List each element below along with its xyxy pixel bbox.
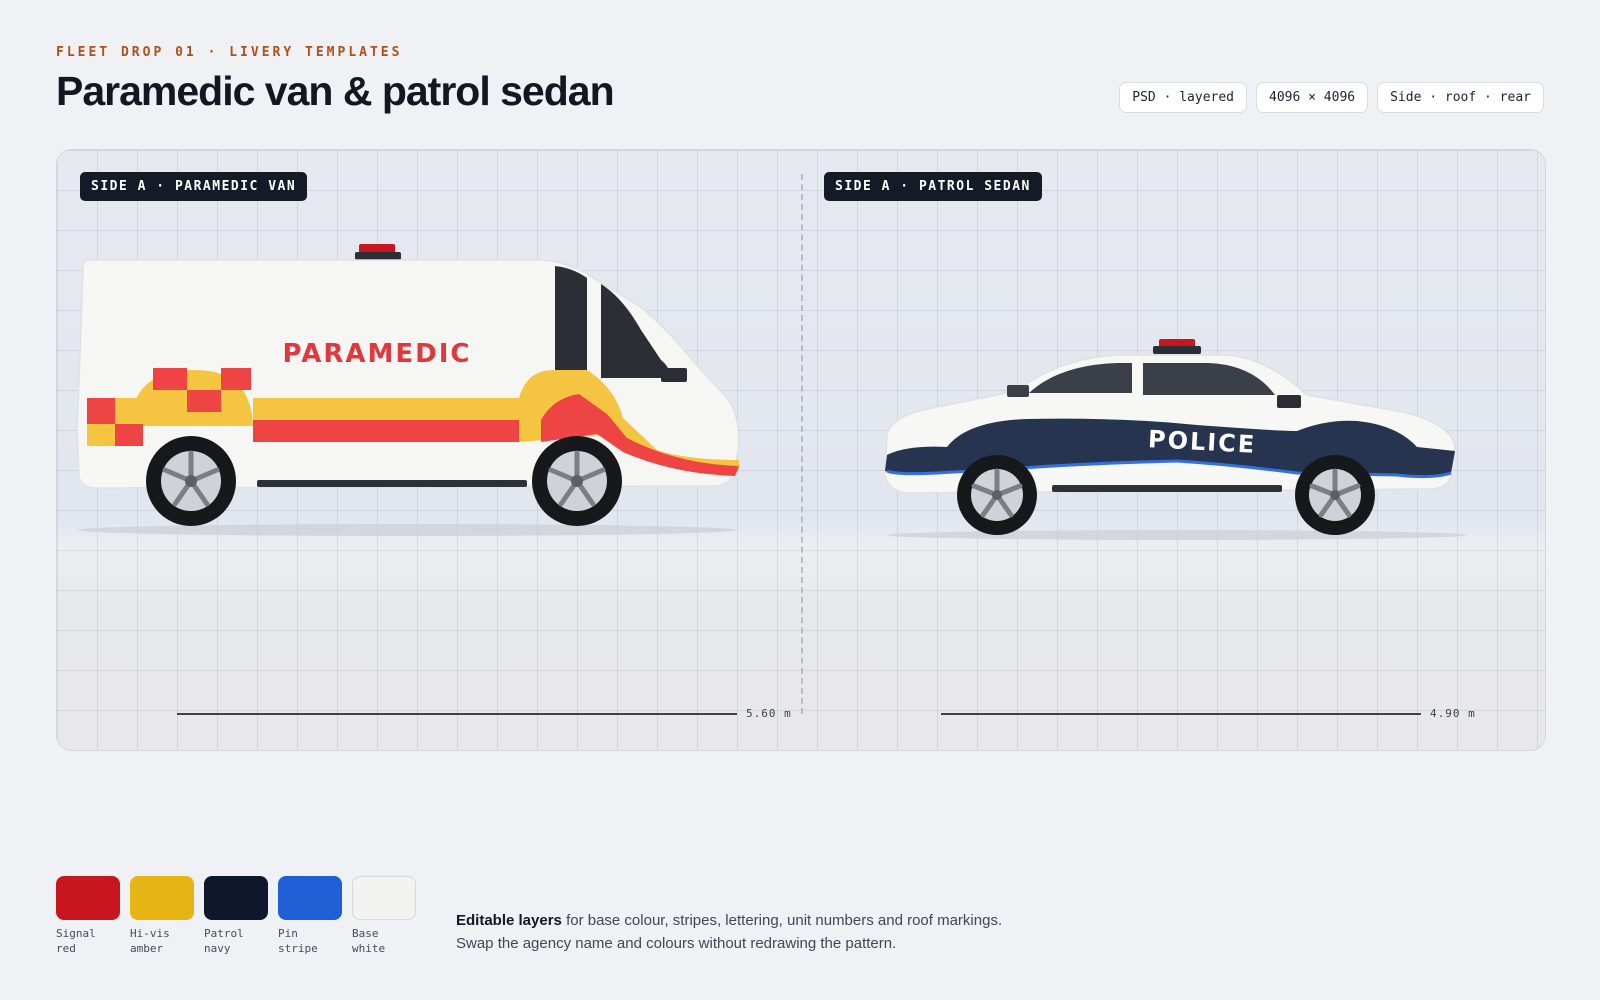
scale-label-van: 5.60 m (746, 707, 792, 720)
swatch-name: Base white (352, 927, 386, 955)
scale-bar-sedan: 4.90 m (941, 707, 1476, 720)
panel-tag-sedan: SIDE A · PATROL SEDAN (824, 172, 1042, 201)
swatch-pin-stripe[interactable]: Pin stripe (278, 876, 342, 956)
chip-views: Side · roof · rear (1377, 82, 1544, 113)
scale-line (177, 712, 737, 715)
roof-lightbar-icon (1153, 339, 1201, 354)
svg-text:POLICE: POLICE (1147, 425, 1257, 459)
note-line-1: Editable layers for base colour, stripes… (456, 909, 1076, 932)
swatch-hi-vis-amber[interactable]: Hi-vis amber (130, 876, 194, 956)
swatch-patrol-navy[interactable]: Patrol navy (204, 876, 268, 956)
swatch-name: Pin stripe (278, 927, 318, 955)
swatch-base-white[interactable]: Base white (352, 876, 416, 956)
swatch-color (204, 876, 268, 920)
editable-layers-note: Editable layers for base colour, stripes… (456, 909, 1076, 955)
eyebrow-label: FLEET DROP 01 · LIVERY TEMPLATES (56, 45, 403, 60)
livery-preview-stage: SIDE A · PARAMEDIC VAN SIDE A · PATROL S… (56, 149, 1546, 751)
paramedic-checker-band (87, 368, 739, 476)
panel-divider (801, 174, 803, 714)
swatch-color (278, 876, 342, 920)
chip-format: PSD · layered (1119, 82, 1248, 113)
wheel-icon (146, 436, 236, 526)
swatch-color (56, 876, 120, 920)
note-line-2: Swap the agency name and colours without… (456, 935, 897, 952)
note-lead: Editable layers (456, 912, 562, 929)
swatch-name: Signal red (56, 927, 96, 955)
colour-swatches: Signal red Hi-vis amber Patrol navy Pin … (56, 876, 416, 956)
swatch-name: Hi-vis amber (130, 927, 170, 955)
chip-resolution: 4096 × 4096 (1256, 82, 1369, 113)
swatch-signal-red[interactable]: Signal red (56, 876, 120, 956)
wheel-icon (1295, 455, 1375, 535)
panel-tag-van: SIDE A · PARAMEDIC VAN (80, 172, 308, 201)
wheel-icon (532, 436, 622, 526)
spec-chips: PSD · layered 4096 × 4096 Side · roof · … (1119, 82, 1544, 113)
page-title: Paramedic van & patrol sedan (56, 68, 615, 114)
scale-line (941, 712, 1421, 715)
svg-text:PARAMEDIC: PARAMEDIC (283, 339, 472, 369)
swatch-color (352, 876, 416, 920)
swatch-name: Patrol navy (204, 927, 244, 955)
paramedic-van-illustration: PARAMEDIC (76, 244, 740, 536)
scale-bar-van: 5.60 m (177, 707, 792, 720)
note-line-1-rest: for base colour, stripes, lettering, uni… (566, 912, 1003, 929)
roof-lightbar-icon (355, 244, 401, 260)
swatch-color (130, 876, 194, 920)
scale-label-sedan: 4.90 m (1430, 707, 1476, 720)
wheel-icon (957, 455, 1037, 535)
patrol-sedan-illustration: POLICE (884, 339, 1467, 540)
